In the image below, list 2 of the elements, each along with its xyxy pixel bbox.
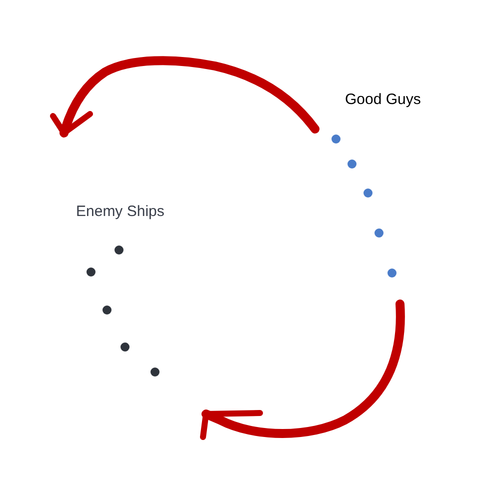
group-label: Good Guys (345, 91, 421, 108)
group-label: Enemy Ships (76, 203, 164, 220)
